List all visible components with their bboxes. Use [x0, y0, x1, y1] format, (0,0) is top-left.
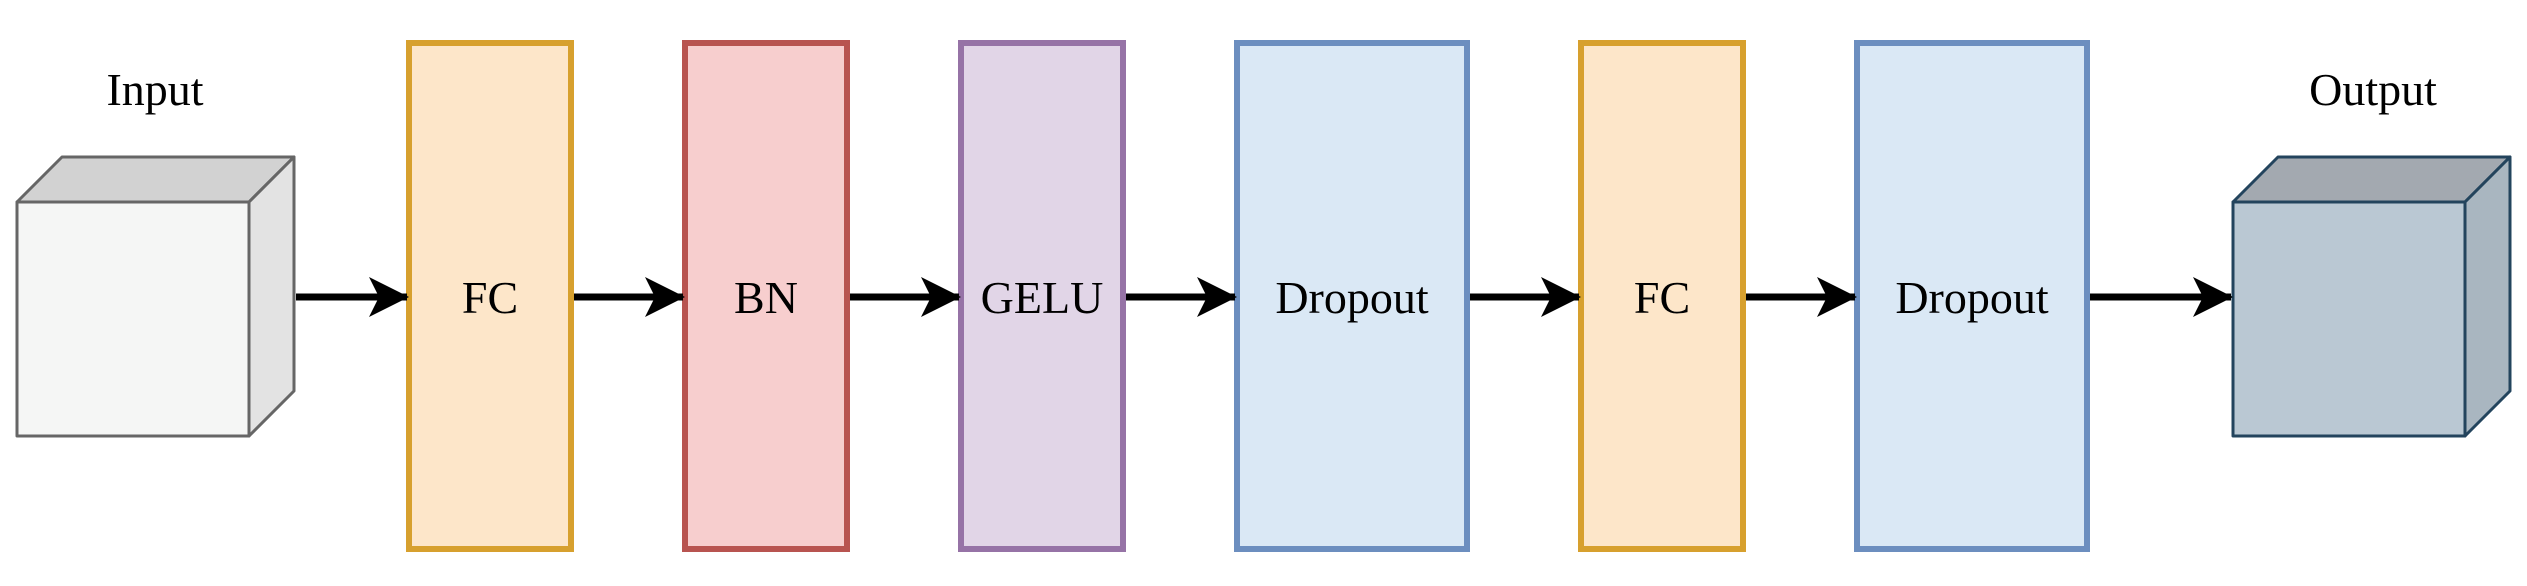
fc-layer-label: FC — [462, 272, 518, 323]
input-cube-side — [247, 155, 296, 438]
input-label: Input — [106, 64, 203, 115]
output-cube — [2231, 155, 2512, 438]
gelu-layer-label: GELU — [981, 272, 1104, 323]
dropout-layer-2-block — [1854, 40, 2090, 552]
bn-layer-label: BN — [734, 272, 798, 323]
dropout-layer-label: Dropout — [1275, 272, 1429, 323]
fc-layer-2-label: FC — [1634, 272, 1690, 323]
bn-layer-block — [682, 40, 850, 552]
output-cube-side — [2463, 155, 2512, 438]
output-cube-front — [2231, 200, 2467, 438]
input-cube — [15, 155, 296, 438]
output-label: Output — [2309, 64, 2437, 115]
input-cube-front — [15, 200, 251, 438]
fc-layer-block — [406, 40, 574, 552]
dropout-layer-2-label: Dropout — [1895, 272, 2049, 323]
fc-layer-2-block — [1578, 40, 1746, 552]
dropout-layer-block — [1234, 40, 1470, 552]
output-cube-top — [2231, 155, 2512, 204]
gelu-layer-block — [958, 40, 1126, 552]
input-cube-top — [15, 155, 296, 204]
